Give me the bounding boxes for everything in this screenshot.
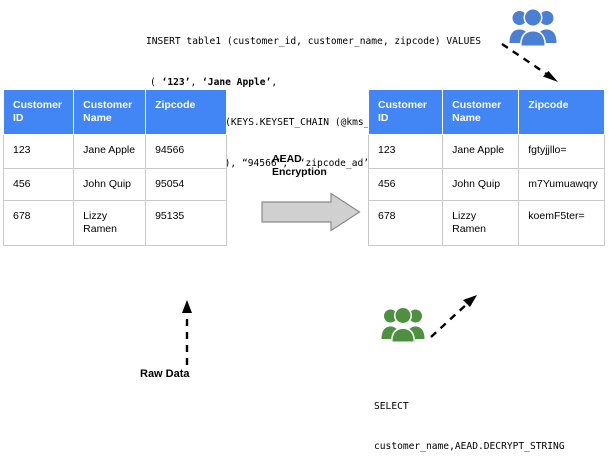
block-arrow-right-icon (261, 192, 361, 232)
cell-customer-id: 123 (2, 134, 75, 169)
table-row: 456 John Quip 95054 (2, 168, 227, 201)
cell-customer-name: Jane Apple (73, 134, 147, 169)
insert-sql-value-customer-name: ‘Jane Apple’ (202, 76, 272, 88)
aead-label-line-1: AEAD (272, 153, 302, 165)
cell-customer-id: 123 (367, 134, 444, 169)
insert-sql-value-customer-id: ‘123’ (161, 76, 191, 88)
table-row: 456 John Quip m7Yumuawqry (367, 168, 605, 201)
cell-customer-name: Lizzy Ramen (73, 200, 147, 246)
encrypted-customer-table: Customer ID Customer Name Zipcode 123 Ja… (367, 89, 605, 246)
insert-sql-line2-prefix: ( (150, 76, 162, 88)
cell-customer-id: 678 (367, 200, 444, 246)
cell-customer-name: John Quip (442, 168, 520, 201)
table-row: 123 Jane Apple 94566 (2, 134, 227, 169)
cell-zipcode: 95054 (145, 168, 227, 201)
cell-customer-name: John Quip (73, 168, 147, 201)
table-row: 678 Lizzy Ramen koemF5ter= (367, 200, 605, 246)
insert-sql-line2-suffix: , (271, 76, 278, 88)
cell-zipcode: koemF5ter= (518, 200, 605, 246)
dashed-arrow-up-icon (182, 300, 192, 365)
raw-data-label: Raw Data (140, 368, 190, 380)
select-sql-line-1: SELECT (374, 401, 409, 413)
column-header-customer-name: Customer Name (442, 89, 520, 135)
column-header-zipcode: Zipcode (145, 89, 227, 135)
column-header-customer-name: Customer Name (73, 89, 147, 135)
dashed-arrow-up-right-icon (430, 295, 477, 338)
people-group-icon (509, 6, 557, 46)
cell-zipcode: 94566 (145, 134, 227, 169)
column-header-customer-id: Customer ID (367, 89, 444, 135)
table-row: 123 Jane Apple fgtyjjllo= (367, 134, 605, 169)
plaintext-customer-table: Customer ID Customer Name Zipcode 123 Ja… (2, 89, 227, 246)
aead-label-line-2: Encryption (272, 166, 327, 178)
table-header-row: Customer ID Customer Name Zipcode (2, 89, 227, 135)
cell-customer-id: 456 (367, 168, 444, 201)
table-header-row: Customer ID Customer Name Zipcode (367, 89, 605, 135)
table-row: 678 Lizzy Ramen 95135 (2, 200, 227, 246)
cell-zipcode: fgtyjjllo= (518, 134, 605, 169)
cell-customer-id: 678 (2, 200, 75, 246)
cell-zipcode: 95135 (145, 200, 227, 246)
cell-zipcode: m7Yumuawqry (518, 168, 605, 201)
column-header-zipcode: Zipcode (518, 89, 605, 135)
select-sql-line-2: customer_name,AEAD.DECRYPT_STRING (374, 441, 565, 453)
select-sql-statement: SELECT customer_name,AEAD.DECRYPT_STRING… (374, 374, 565, 469)
insert-sql-line2-separator: , (190, 76, 203, 88)
column-header-customer-id: Customer ID (2, 89, 75, 135)
insert-sql-line-2: ( ‘123’, ‘Jane Apple’, (150, 76, 481, 90)
cell-customer-id: 456 (2, 168, 75, 201)
dashed-arrow-down-right-icon (501, 43, 558, 82)
people-group-icon (381, 305, 425, 342)
insert-sql-line-1: INSERT table1 (customer_id, customer_nam… (146, 36, 482, 47)
cell-customer-name: Lizzy Ramen (442, 200, 520, 246)
cell-customer-name: Jane Apple (442, 134, 520, 169)
